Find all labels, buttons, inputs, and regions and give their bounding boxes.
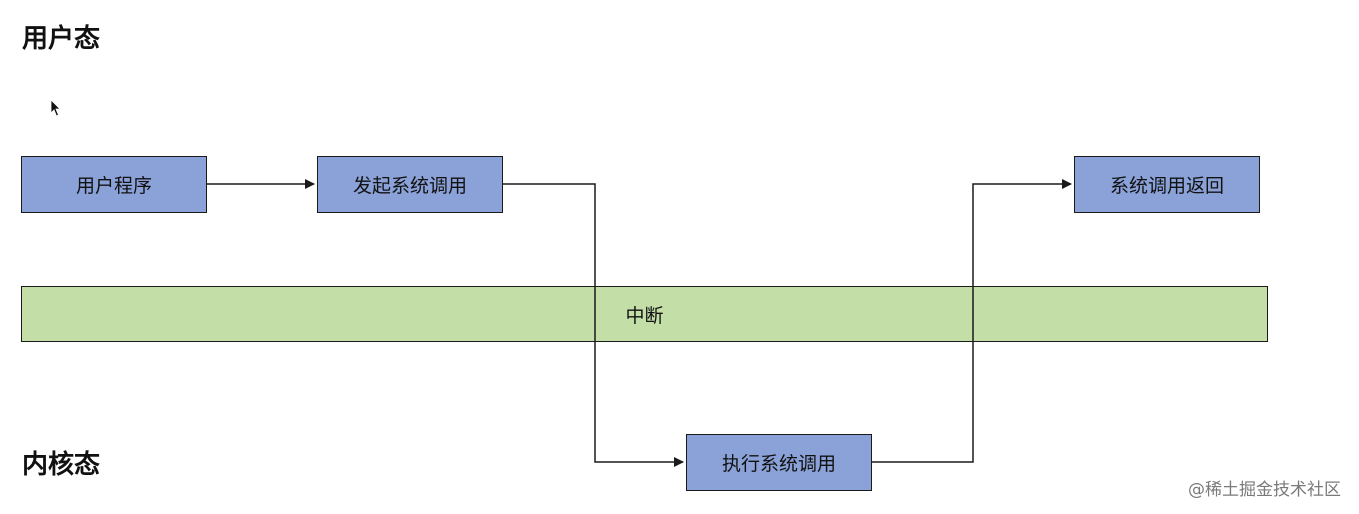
mouse-cursor-icon bbox=[50, 99, 62, 121]
syscall-return-box: 系统调用返回 bbox=[1074, 156, 1260, 213]
watermark-text: @稀土掘金技术社区 bbox=[1188, 480, 1341, 500]
user-mode-label: 用户态 bbox=[22, 24, 101, 54]
execute-syscall-box: 执行系统调用 bbox=[686, 434, 872, 491]
kernel-mode-label: 内核态 bbox=[22, 450, 101, 480]
interrupt-band: 中断 bbox=[21, 286, 1268, 342]
user-program-box: 用户程序 bbox=[21, 156, 207, 213]
initiate-syscall-box: 发起系统调用 bbox=[317, 156, 503, 213]
